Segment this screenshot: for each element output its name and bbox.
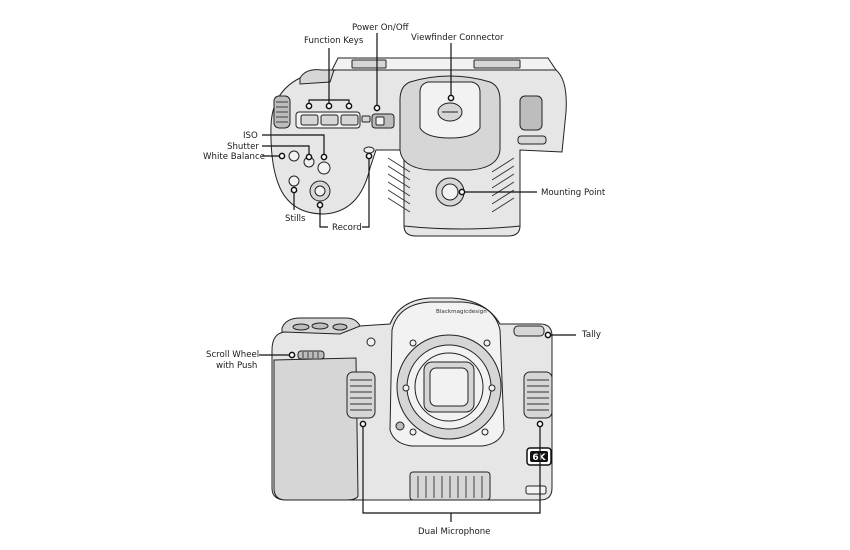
label-scroll-wheel: Scroll Wheel: [206, 350, 259, 360]
label-shutter: Shutter: [227, 142, 259, 152]
label-white-balance: White Balance: [203, 152, 265, 162]
label-record: Record: [332, 223, 362, 233]
label-iso: ISO: [243, 131, 258, 141]
label-function-keys: Function Keys: [304, 36, 364, 46]
label-scroll-wheel-push: with Push: [216, 361, 257, 371]
front-view-callouts: [259, 331, 576, 522]
top-view-callouts: [262, 33, 537, 228]
label-tally: Tally: [581, 330, 601, 340]
label-viewfinder-connector: Viewfinder Connector: [411, 33, 504, 43]
camera-top-view: [270, 57, 567, 237]
label-dual-microphone: Dual Microphone: [418, 527, 490, 537]
brand-text: Blackmagicdesign: [436, 309, 487, 315]
label-power: Power On/Off: [352, 23, 410, 33]
label-stills: Stills: [285, 214, 306, 224]
label-mounting-point: Mounting Point: [541, 188, 606, 198]
camera-front-view: Blackmagicdesign: [271, 297, 553, 501]
